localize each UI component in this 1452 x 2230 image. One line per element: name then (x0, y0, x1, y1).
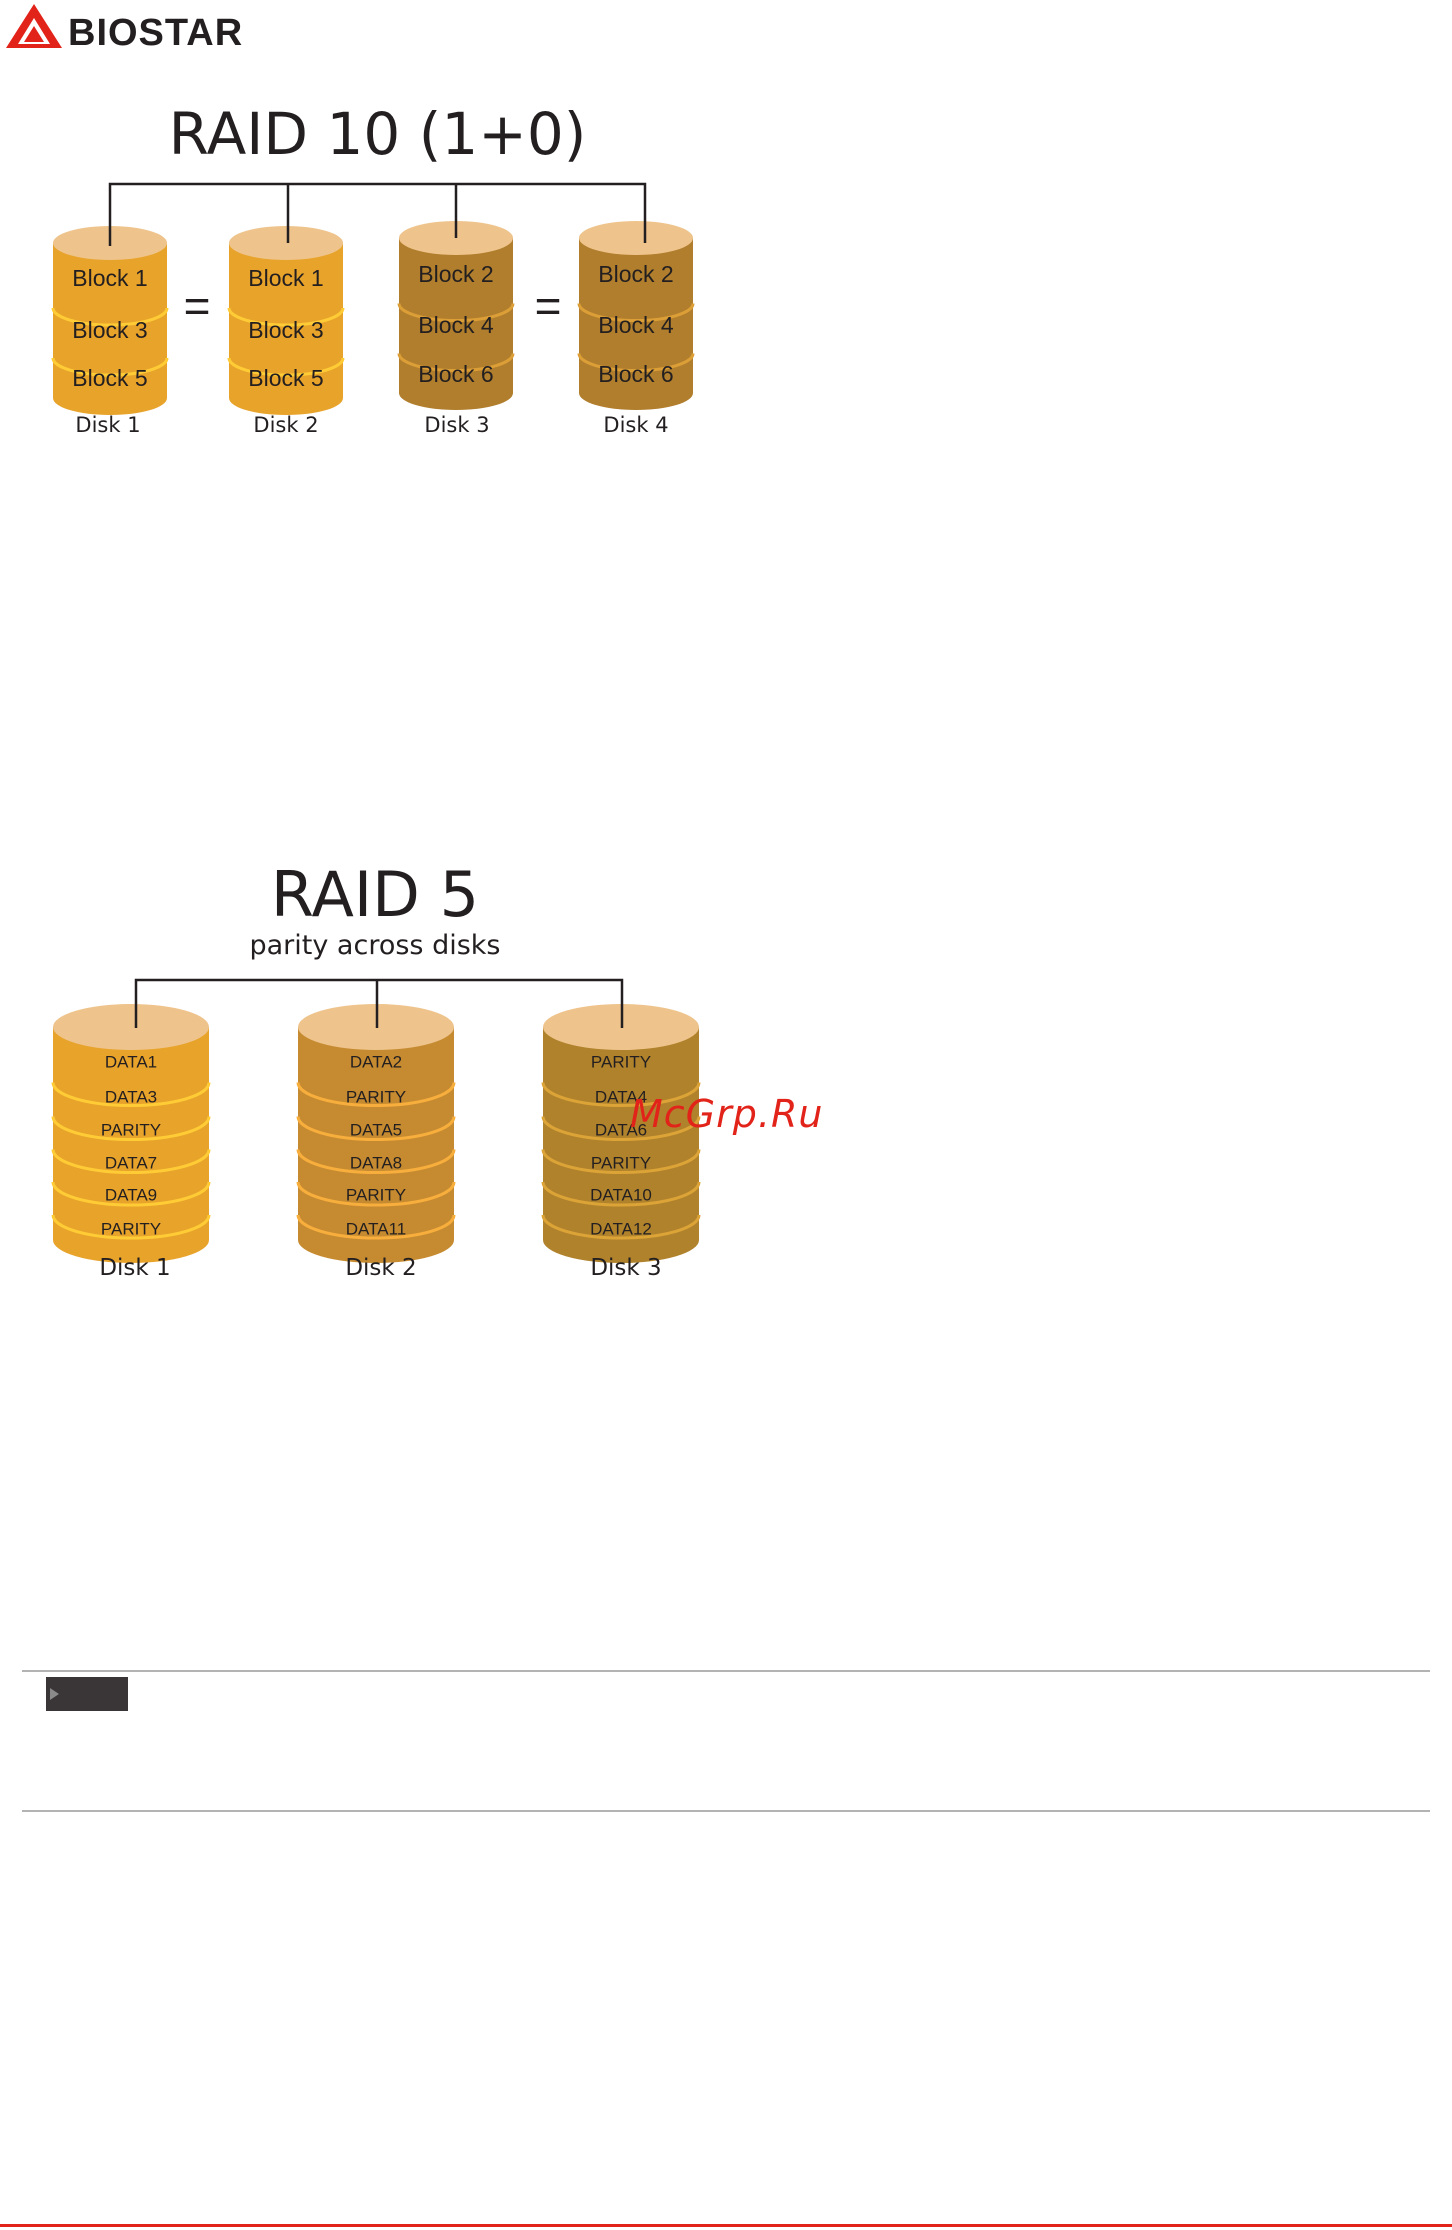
raid5-band-divider (296, 1214, 456, 1240)
watermark: McGrp.Ru (630, 1092, 824, 1136)
raid5-band-divider (541, 1149, 701, 1174)
raid5-block-label: PARITY (346, 1185, 406, 1204)
raid10-disk-label: Disk 3 (424, 413, 490, 437)
raid5-band-divider (51, 1116, 211, 1141)
raid10-band-divider (51, 357, 169, 377)
raid5-block-label: DATA4 (595, 1087, 647, 1106)
raid10-band-divider (397, 353, 515, 372)
raid10-disk-top (579, 221, 693, 255)
raid5-block-label: PARITY (591, 1052, 651, 1071)
raid5-block-label: DATA5 (350, 1120, 402, 1139)
raid5-band-divider (51, 1082, 211, 1107)
raid5-block-label: DATA3 (105, 1087, 157, 1106)
mirror-equals-symbol: = (535, 280, 562, 332)
raid5-band-divider (51, 1181, 211, 1207)
raid5-block-label: PARITY (346, 1087, 406, 1106)
raid5-block-label: DATA10 (590, 1185, 652, 1204)
note-arrow-icon (50, 1688, 59, 1700)
raid10-block-label: Block 1 (72, 265, 147, 291)
raid5-band-divider (541, 1116, 701, 1141)
raid10-disk-label: Disk 2 (253, 413, 319, 437)
raid10-block-label: Block 6 (418, 361, 493, 387)
raid5-subtitle: parity across disks (249, 930, 501, 961)
raid10-block-label: Block 2 (418, 261, 493, 287)
note-bottom-divider (22, 1810, 1430, 1812)
raid10-band-divider (577, 303, 695, 322)
raid5-block-label: DATA7 (105, 1153, 157, 1172)
raid5-band-divider (51, 1214, 211, 1240)
note-tab (46, 1677, 128, 1711)
raid5-block-label: PARITY (591, 1153, 651, 1172)
raid5-band-divider (296, 1082, 456, 1107)
note-top-divider (22, 1670, 1430, 1672)
raid10-block-label: Block 1 (248, 265, 323, 291)
raid5-block-label: PARITY (101, 1219, 161, 1238)
raid10-block-label: Block 4 (418, 312, 494, 338)
raid5-disk-body (298, 1027, 454, 1263)
raid5-band-divider (51, 1149, 211, 1174)
raid10-band-divider (227, 357, 345, 377)
raid5-band-divider (541, 1082, 701, 1107)
raid5-band-divider (541, 1214, 701, 1240)
raid10-disk-label: Disk 1 (75, 413, 141, 437)
raid10-block-label: Block 3 (248, 317, 323, 343)
raid5-block-label: DATA2 (350, 1052, 402, 1071)
raid10-disk-label: Disk 4 (603, 413, 669, 437)
raid5-disk-top (53, 1004, 209, 1050)
biostar-logo: BIOSTAR (4, 2, 284, 54)
raid10-block-label: Block 4 (598, 312, 674, 338)
raid10-block-label: Block 6 (598, 361, 673, 387)
raid5-block-label: DATA9 (105, 1185, 157, 1204)
raid5-band-divider (541, 1181, 701, 1207)
raid10-band-divider (51, 307, 169, 327)
raid10-block-label: Block 3 (72, 317, 147, 343)
raid5-title: RAID 5 (270, 858, 480, 931)
raid10-disk-top (229, 226, 343, 260)
raid10-block-label: Block 5 (72, 365, 147, 391)
mirror-equals-symbol: = (184, 280, 211, 332)
raid5-disk-label: Disk 1 (99, 1255, 171, 1281)
raid10-block-label: Block 2 (598, 261, 673, 287)
raid5-connector (134, 978, 624, 1028)
raid5-block-label: DATA12 (590, 1219, 652, 1238)
raid5-block-label: DATA6 (595, 1120, 647, 1139)
raid10-connector (108, 182, 647, 246)
raid10-band-divider (227, 307, 345, 327)
raid5-block-label: DATA11 (346, 1219, 406, 1238)
footer-red-rule (0, 2224, 1452, 2227)
brand-name: BIOSTAR (68, 12, 244, 54)
raid5-disk-label: Disk 2 (345, 1255, 417, 1281)
raid5-disk-label: Disk 3 (590, 1255, 662, 1281)
biostar-triangle-logo-icon (6, 4, 62, 48)
raid5-block-label: DATA1 (105, 1052, 157, 1071)
raid5-disk-body (543, 1027, 699, 1263)
raid5-block-label: PARITY (101, 1120, 161, 1139)
raid5-disk-body (53, 1027, 209, 1263)
raid10-title: RAID 10 (1+0) (168, 100, 587, 168)
raid5-block-label: DATA8 (350, 1153, 402, 1172)
raid10-block-label: Block 5 (248, 365, 323, 391)
raid5-band-divider (296, 1116, 456, 1141)
raid5-band-divider (296, 1149, 456, 1174)
raid5-band-divider (296, 1181, 456, 1207)
raid10-band-divider (577, 353, 695, 372)
raid10-band-divider (397, 303, 515, 322)
